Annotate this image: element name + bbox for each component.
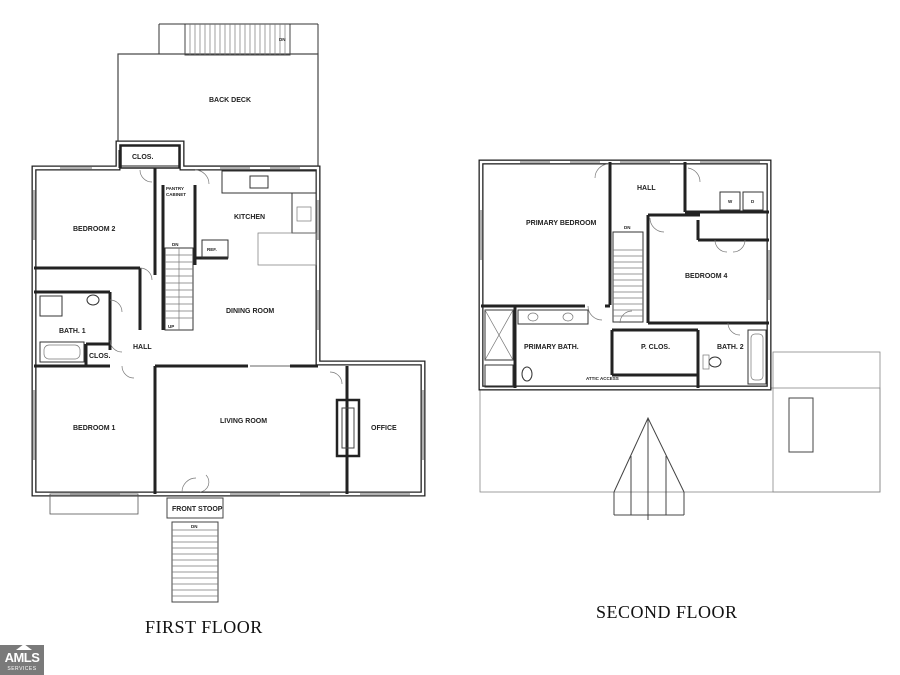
- stair-up-label: UP: [168, 324, 174, 329]
- primary-bath-label: PRIMARY BATH.: [524, 344, 579, 351]
- pantry-label: PANTRY: [166, 186, 184, 191]
- primary-bath-fixtures: [484, 309, 589, 388]
- second-stair-dn-label: DN: [624, 225, 631, 230]
- central-stair: DN UP: [164, 242, 194, 331]
- attic-access-label: ATTIC ACCESS: [586, 376, 619, 381]
- closet-hall-label: CLOS.: [89, 353, 110, 360]
- back-deck-label: BACK DECK: [209, 97, 251, 104]
- dryer-label: D: [751, 199, 755, 204]
- bedroom-1-label: BEDROOM 1: [73, 425, 116, 432]
- first-floor-exterior-walls: [31, 140, 426, 497]
- first-floor-doors: [109, 169, 343, 493]
- second-floor-doors: [587, 163, 741, 336]
- second-floor-stair: DN: [612, 225, 644, 323]
- bath-1-label: BATH. 1: [59, 328, 86, 335]
- kitchen-label: KITCHEN: [234, 214, 265, 221]
- first-floor-caption: FIRST FLOOR: [145, 617, 263, 637]
- bath-1-fixtures: [39, 294, 100, 363]
- bath-2-label: BATH. 2: [717, 344, 744, 351]
- second-hall-label: HALL: [637, 185, 656, 192]
- second-floor-interior-walls: [481, 162, 769, 388]
- first-floor-interior-walls: [34, 150, 349, 494]
- closet-top-box: [120, 145, 180, 169]
- closet-top-label: CLOS.: [132, 154, 153, 161]
- cabinet-label: CABINET: [166, 192, 186, 197]
- washer-label: W: [728, 199, 733, 204]
- bath-2-fixtures: [702, 329, 767, 385]
- bedroom-2-label: BEDROOM 2: [73, 226, 116, 233]
- logo-badge: [0, 645, 44, 675]
- front-stoop: DN: [49, 493, 224, 603]
- second-floor-windows: [480, 161, 770, 300]
- primary-bedroom-label: PRIMARY BEDROOM: [526, 220, 597, 227]
- deck-stairs: DN: [158, 23, 319, 56]
- dining-room-label: DINING ROOM: [226, 308, 274, 315]
- hall-label: HALL: [133, 344, 152, 351]
- ref-label: REF.: [207, 247, 217, 252]
- office-label: OFFICE: [371, 425, 397, 432]
- deck-stairs-dn-label: DN: [279, 37, 286, 42]
- logo-text: AMLS: [4, 650, 40, 665]
- front-stoop-label: FRONT STOOP: [172, 506, 223, 513]
- roof-below: [479, 351, 881, 520]
- logo-subtext: SERVICES: [7, 666, 37, 672]
- back-deck-outline: [117, 53, 319, 167]
- living-room-label: LIVING ROOM: [220, 418, 267, 425]
- bedroom-4-closet: [714, 239, 746, 253]
- first-floor-windows: [33, 167, 424, 495]
- second-floor-plan: DN W D: [478, 159, 881, 622]
- stoop-dn-label: DN: [191, 524, 198, 529]
- bedroom-4-label: BEDROOM 4: [685, 273, 728, 280]
- fireplace: [335, 398, 361, 458]
- laundry-appliances: W D: [719, 191, 764, 211]
- second-floor-caption: SECOND FLOOR: [596, 602, 738, 622]
- primary-closet-label: P. CLOS.: [641, 344, 670, 351]
- kitchen-counters: [201, 170, 317, 266]
- first-floor-plan: DN: [31, 23, 426, 637]
- stair-dn-label: DN: [172, 242, 179, 247]
- logo-roof-icon: [16, 644, 32, 650]
